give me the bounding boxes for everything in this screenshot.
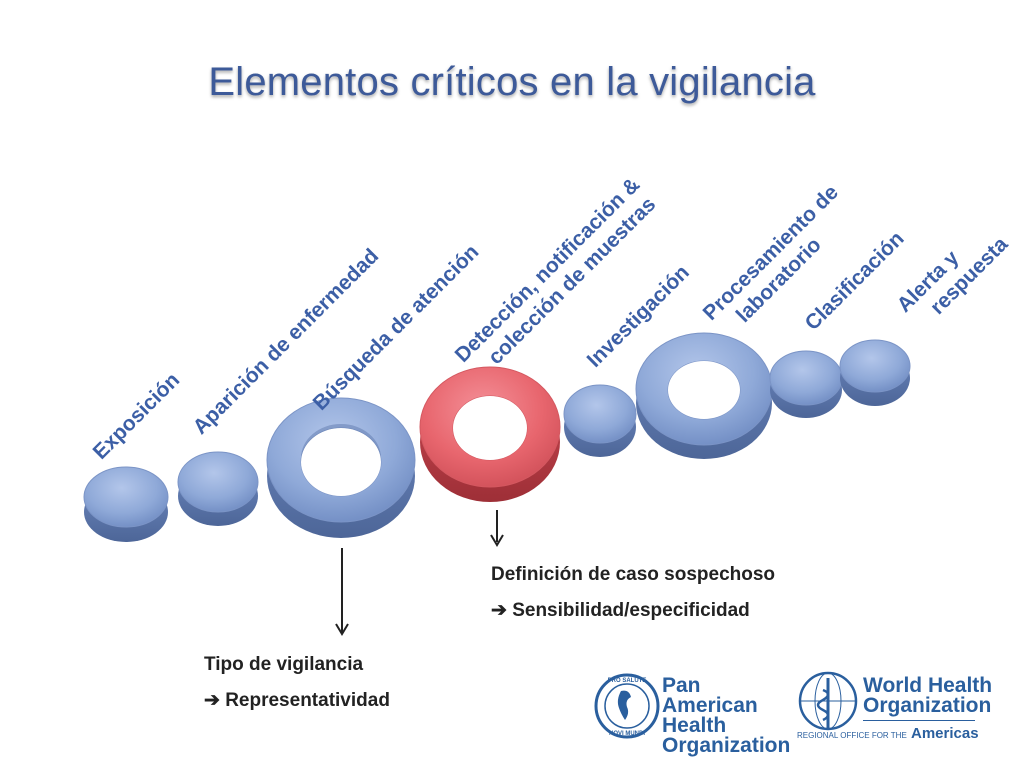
disc-investigacion [563,384,637,457]
disc-aparicion [177,451,259,526]
who-divider [863,720,975,721]
arrow-right-icon: ➔ [491,600,507,621]
paho-line2: Health [662,714,727,737]
who-logo: World Health Organization REGIONAL OFFIC… [797,668,1007,748]
case-definition-note: Definición de caso sospechoso ➔ Sensibil… [491,562,775,624]
paho-seal-bottom-text: NOVI MUNDI [609,731,645,737]
ring-deteccion [419,366,561,502]
who-sub: REGIONAL OFFICE FOR THE [797,731,907,740]
arrow-to-case-definition [490,510,504,547]
case-definition-detail: ➔ Sensibilidad/especificidad [491,598,775,624]
slide-title: Elementos críticos en la vigilancia [208,60,816,104]
paho-line1: Pan American [662,674,758,717]
paho-seal-top-text: PRO SALUTE [608,678,647,684]
surveillance-type-value: Representatividad [225,690,390,711]
paho-seal-icon: PRO SALUTE NOVI MUNDI [594,673,660,739]
disc-alerta [839,339,911,406]
case-definition-value: Sensibilidad/especificidad [512,600,750,621]
who-line1: World Health [863,674,993,697]
arrow-to-surveillance-type [335,548,349,636]
ring-busqueda [266,397,416,538]
paho-line3: Organization [662,734,791,757]
surveillance-type-note: Tipo de vigilancia ➔ Representatividad [204,652,390,714]
ring-procesamiento [635,332,773,459]
surveillance-type-detail: ➔ Representatividad [204,688,390,714]
who-region: Americas [911,725,979,742]
arrow-right-icon: ➔ [204,690,220,711]
disc-clasificacion [769,350,843,418]
case-definition-title: Definición de caso sospechoso [491,564,776,585]
who-emblem-icon [798,671,858,731]
disc-exposicion [83,466,169,542]
surveillance-type-title: Tipo de vigilancia [204,654,364,675]
paho-name: Pan American Health Organization [662,674,791,757]
who-name: World Health Organization [863,674,993,717]
paho-logo: PRO SALUTE NOVI MUNDI Pan American Healt… [594,670,790,756]
who-line2: Organization [863,694,992,717]
